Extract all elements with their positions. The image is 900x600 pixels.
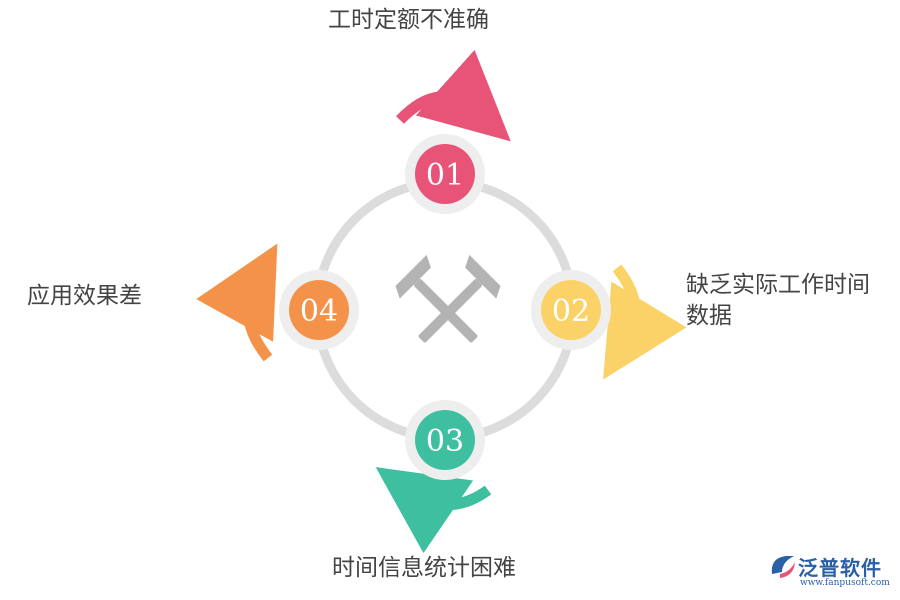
node-02: 02 — [531, 270, 611, 350]
node-02-number: 02 — [552, 294, 590, 329]
label-node-01: 工时定额不准确 — [328, 7, 489, 33]
node-04: 04 — [279, 270, 359, 350]
node-01: 01 — [405, 134, 485, 214]
logo-name: 泛普软件 — [798, 556, 882, 580]
crossed-hammers-icon — [395, 254, 501, 343]
node-03-number: 03 — [426, 424, 464, 459]
arrow-1-icon — [396, 49, 511, 142]
logo-mark-icon — [771, 556, 795, 578]
node-01-number: 01 — [426, 158, 464, 193]
label-node-02: 缺乏实际工作时间数据 — [686, 272, 870, 329]
node-03: 03 — [405, 400, 485, 480]
arrow-4-icon — [196, 243, 278, 362]
label-node-04: 应用效果差 — [27, 283, 142, 309]
brand-logo: 泛普软件 www.fanpusoft.com — [768, 550, 896, 594]
label-node-03: 时间信息统计困难 — [332, 555, 516, 581]
arrow-3-icon — [375, 467, 492, 554]
logo-url: www.fanpusoft.com — [800, 578, 890, 588]
node-04-number: 04 — [300, 294, 338, 329]
arrow-2-icon — [603, 264, 687, 380]
